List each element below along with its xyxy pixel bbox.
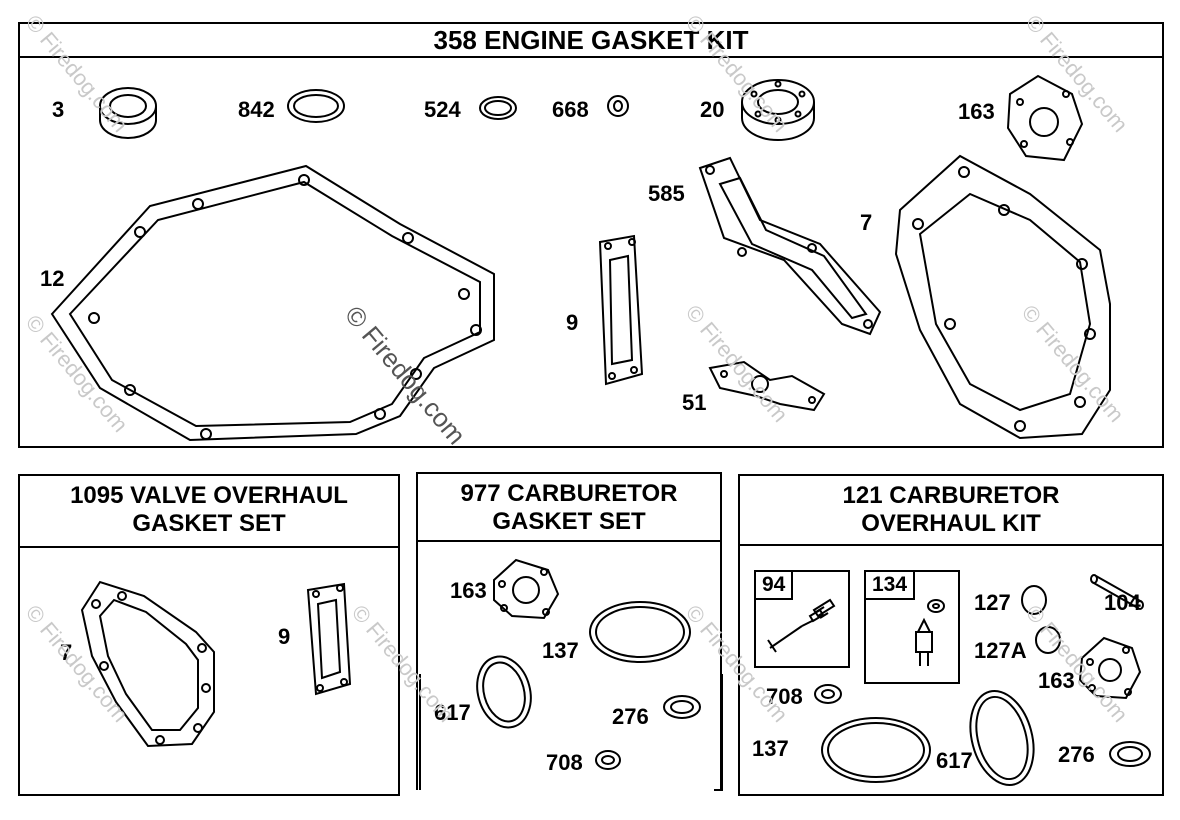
engine-kit-drawing (50, 74, 1111, 442)
valve-overhaul-gasket-set-panel: 1095 VALVE OVERHAUL GASKET SET 7 9 (18, 474, 400, 796)
carb-gasket-set-title: 977 CARBURETOR GASKET SET (418, 474, 720, 542)
carb-gasket-set-title-line2: GASKET SET (492, 508, 646, 535)
callout-51: 51 (682, 390, 707, 415)
valve-set-title-line1: 1095 VALVE OVERHAUL (70, 482, 348, 509)
kit-callout-127: 127 (974, 590, 1011, 615)
kit-callout-104: 104 (1104, 590, 1141, 615)
carb-overhaul-kit-title: 121 CARBURETOR OVERHAUL KIT (740, 476, 1162, 546)
valve-set-drawing (80, 580, 352, 748)
valve-part-7-head-gasket (80, 580, 215, 748)
carb-overhaul-kit-title-line2: OVERHAUL KIT (861, 510, 1041, 537)
kit-part-708-washer (814, 684, 842, 704)
valve-set-title-line2: GASKET SET (132, 510, 286, 537)
valve-set-title: 1095 VALVE OVERHAUL GASKET SET (20, 476, 398, 548)
carb-overhaul-kit-title-line1: 121 CARBURETOR (842, 482, 1060, 509)
carb-set-part-163-gasket (493, 558, 560, 620)
callout-3: 3 (52, 97, 65, 122)
part-163-gasket (1006, 74, 1084, 162)
part-12-crankcase-gasket (50, 164, 495, 442)
carb-set-callout-617: 617 (434, 700, 471, 725)
kit-callout-276: 276 (1058, 742, 1095, 767)
kit-callout-127a: 127A (974, 638, 1027, 663)
callout-9: 9 (566, 310, 579, 335)
callout-163: 163 (958, 99, 995, 124)
subbox-94-label: 94 (756, 572, 794, 600)
kit-callout-137: 137 (752, 736, 789, 761)
kit-part-163-gasket (1078, 636, 1142, 700)
kit-callout-163: 163 (1038, 668, 1075, 693)
carb-set-part-617-ring (476, 655, 532, 729)
kit-part-276-washer (1109, 741, 1151, 767)
valve-part-9-gasket (306, 582, 352, 696)
valve-callout-9: 9 (278, 624, 291, 649)
valve-callout-7: 7 (60, 640, 73, 665)
kit-callout-617: 617 (936, 748, 973, 773)
part-3-oil-seal (99, 87, 157, 139)
carb-set-callout-708: 708 (546, 750, 583, 775)
part-51-exhaust-gasket (708, 360, 826, 412)
carb-gasket-set-title-line1: 977 CARBURETOR (460, 480, 678, 507)
part-20-seal (741, 79, 815, 141)
carb-set-callout-163: 163 (450, 578, 487, 603)
engine-gasket-kit-panel: 358 ENGINE GASKET KIT (18, 22, 1164, 448)
carb-set-callout-276: 276 (612, 704, 649, 729)
part-842-o-ring (287, 89, 345, 123)
kit-part-104-pin (1090, 574, 1144, 610)
carb-set-part-708-washer (595, 750, 621, 770)
carb-gasket-set-drawing (419, 558, 723, 791)
kit-part-94-needle-spring (767, 598, 836, 653)
kit-callout-708: 708 (766, 684, 803, 709)
callout-668: 668 (552, 97, 589, 122)
part-524-ring (479, 96, 517, 120)
callout-524: 524 (424, 97, 461, 122)
kit-part-137-ring (821, 717, 931, 783)
subbox-94: 94 (754, 570, 850, 668)
carburetor-gasket-set-panel: 977 CARBURETOR GASKET SET 163 137 617 27… (416, 472, 723, 791)
carburetor-overhaul-kit-panel: 121 CARBURETOR OVERHAUL KIT 94 134 (738, 474, 1164, 796)
carb-set-part-276-washer (663, 695, 701, 719)
part-7-head-gasket (894, 154, 1111, 440)
carb-overhaul-kit-drawing (767, 574, 1151, 787)
callout-842: 842 (238, 97, 275, 122)
subbox-134-label: 134 (866, 572, 916, 600)
subbox-134: 134 (864, 570, 960, 684)
callout-7: 7 (860, 210, 873, 235)
kit-part-134-float-needle (915, 599, 945, 666)
part-668-washer (607, 95, 629, 117)
callout-20: 20 (700, 97, 725, 122)
part-585-gasket (698, 156, 882, 336)
engine-gasket-kit-title: 358 ENGINE GASKET KIT (20, 24, 1162, 58)
carb-set-callout-137: 137 (542, 638, 579, 663)
callout-12: 12 (40, 266, 65, 291)
carb-set-part-137-ring (589, 601, 691, 663)
part-9-gasket (598, 234, 644, 386)
kit-part-127-plug (1021, 585, 1047, 615)
callout-585: 585 (648, 181, 685, 206)
kit-part-127a-plug (1035, 626, 1061, 654)
kit-part-617-ring (969, 689, 1035, 787)
